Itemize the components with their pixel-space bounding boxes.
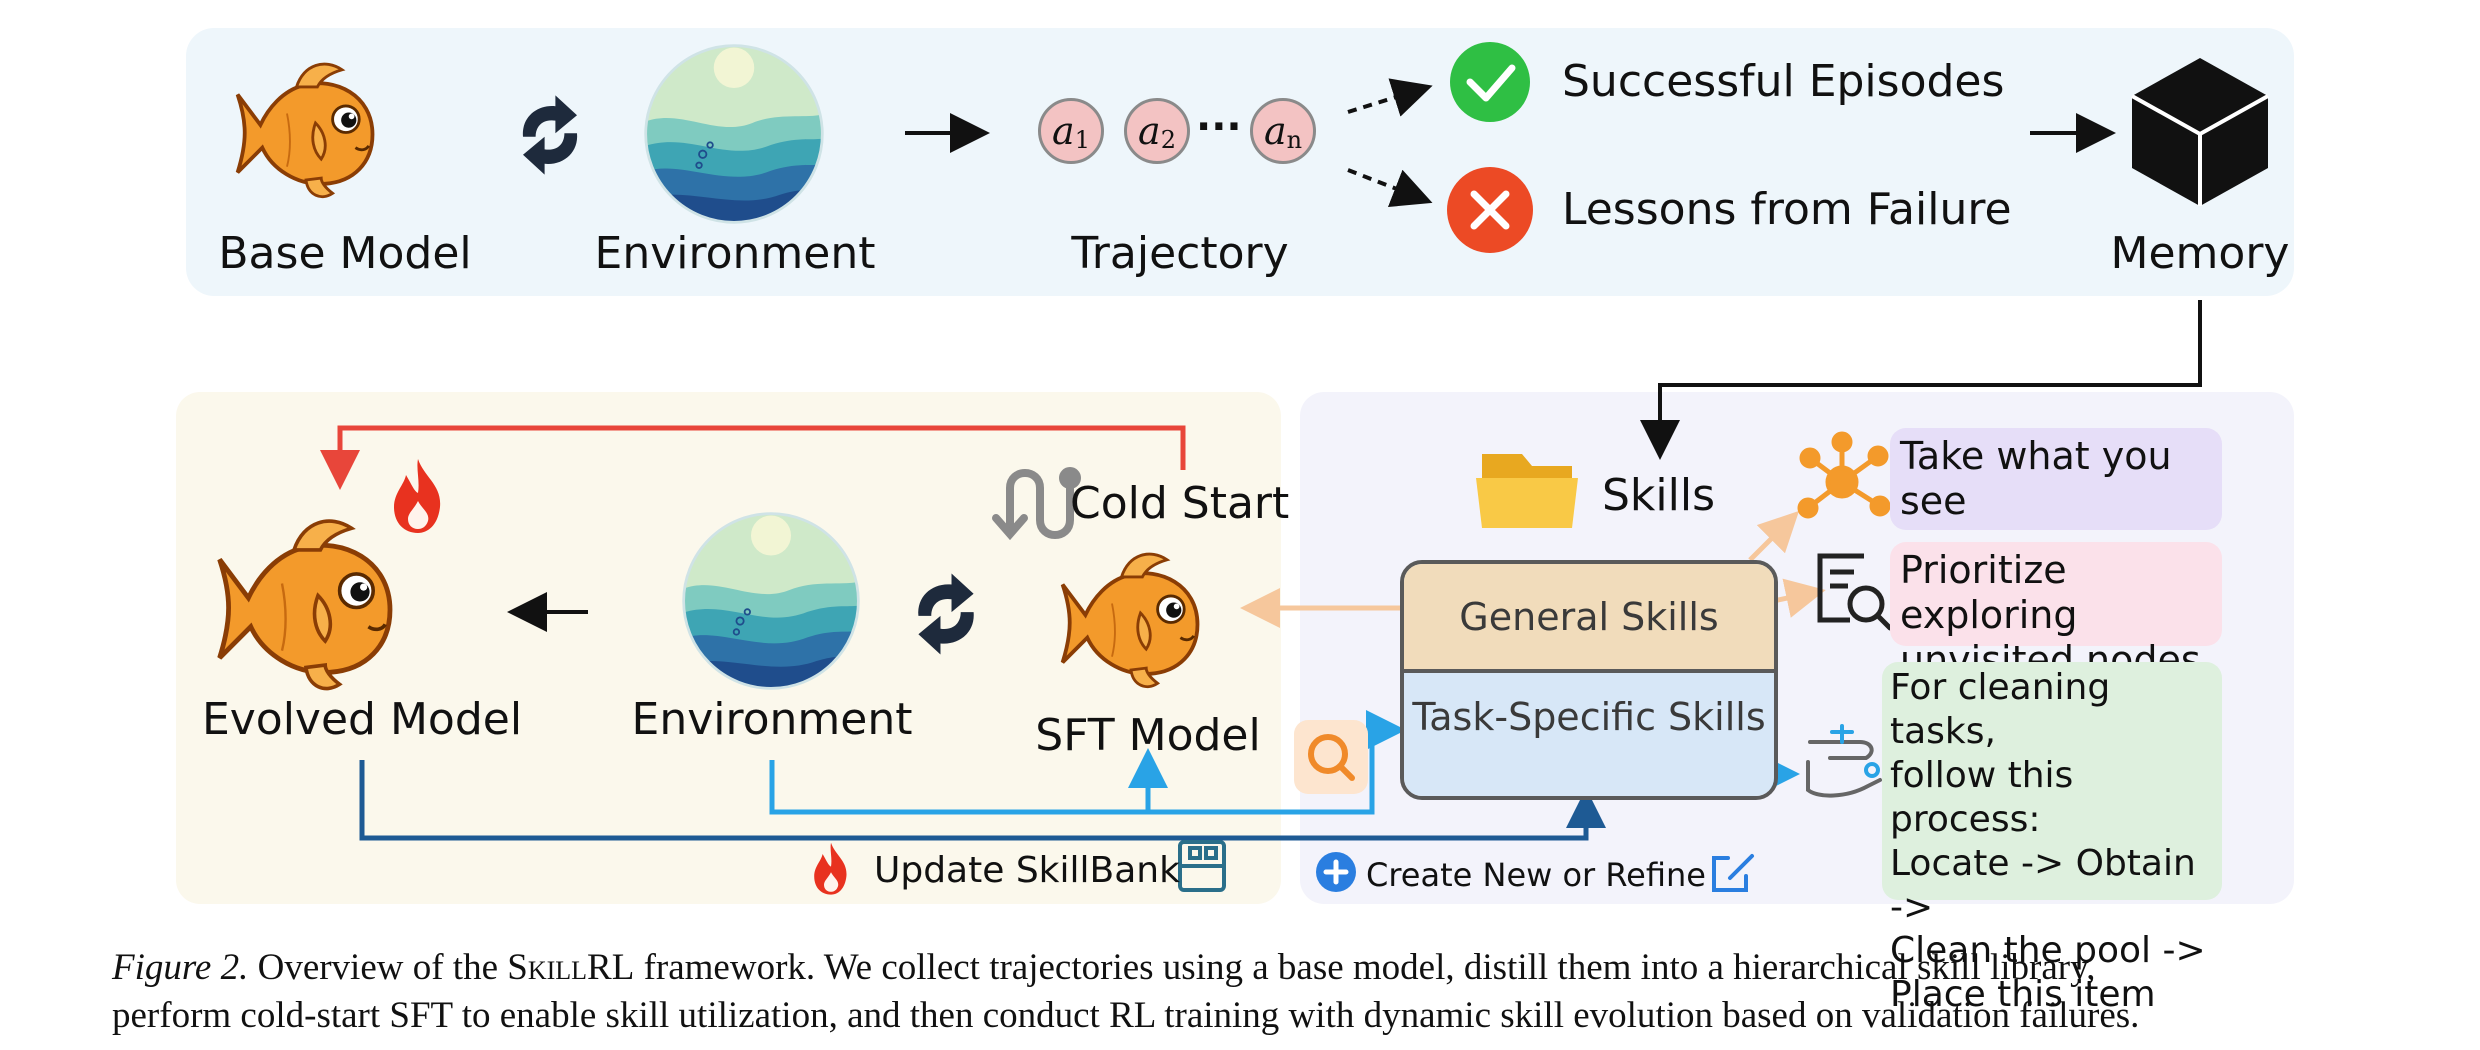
cleaning-line: For cleaning tasks, (1890, 667, 2111, 752)
network-icon (1797, 431, 1891, 519)
action-ellipsis: ··· (1196, 104, 1242, 150)
example-prioritize: Prioritize exploring unvisited nodes (1890, 542, 2222, 682)
example-take-what-you-see: Take what you see (1890, 428, 2222, 530)
successful-episodes-label: Successful Episodes (1562, 56, 2005, 107)
framework-name: SkillRL (507, 947, 635, 988)
caption-line-2: perform cold-start SFT to enable skill u… (112, 995, 2140, 1036)
general-skills: General Skills (1404, 564, 1774, 673)
document-search-icon (1817, 553, 1893, 631)
base-model-fish-icon (235, 62, 375, 199)
arrow-general-to-take (1748, 510, 1800, 562)
plus-circle-icon (1316, 852, 1356, 892)
arrow-to-failure (1347, 168, 1433, 208)
flame-icon-2 (814, 842, 847, 895)
example-cleaning-process: For cleaning tasks, follow this process:… (1882, 662, 2222, 1015)
cold-start-label: Cold Start (1070, 478, 1290, 529)
evolved-model-label: Evolved Model (201, 694, 523, 745)
wrench-icon (1806, 724, 1882, 798)
cleaning-line: follow this process: (1890, 754, 2074, 840)
red-feedback-arrow (320, 425, 1186, 490)
skills-label: Skills (1602, 470, 1716, 521)
search-icon (1294, 720, 1368, 794)
check-icon (1450, 42, 1530, 122)
cleaning-line: Place this item (1890, 974, 2156, 1016)
trajectory-label: Trajectory (1071, 228, 1289, 279)
environment-label-2: Environment (631, 694, 913, 745)
refresh-cycle-icon (522, 95, 578, 175)
cleaning-line: Locate -> Obtain -> (1890, 842, 2196, 928)
sft-model-fish-icon (1060, 552, 1200, 689)
lessons-from-failure-label: Lessons from Failure (1562, 184, 2012, 235)
blue-env-to-task-arrow (769, 710, 1406, 815)
memory-cube-icon (2131, 58, 2269, 206)
memory-label: Memory (2110, 228, 2290, 279)
base-model-label: Base Model (218, 228, 472, 279)
environment-globe-icon (642, 42, 826, 226)
create-refine-label: Create New or Refine (1366, 856, 1706, 894)
refresh-cycle-icon-2 (918, 573, 974, 655)
arrow-to-success (1347, 78, 1433, 117)
arrow-memory-to-skills (1640, 300, 2202, 460)
task-specific-skills: Task-Specific Skills (1404, 673, 1774, 796)
update-skillbank-label: Update SkillBank (874, 850, 1180, 891)
example-prioritize-line-1: Prioritize exploring (1900, 548, 2078, 637)
cold-start-icon (992, 467, 1081, 541)
figure-caption: Figure 2. Overview of the SkillRL framew… (112, 944, 2372, 1040)
folder-icon (1476, 454, 1578, 528)
environment-label: Environment (594, 228, 876, 279)
figure-number: Figure 2. (112, 947, 249, 988)
flame-icon (394, 459, 441, 533)
caption-rest: framework. We collect trajectories using… (643, 947, 2096, 988)
caption-pre: Overview of the (257, 947, 499, 988)
caption-line-1: Figure 2. Overview of the SkillRL framew… (112, 944, 2372, 992)
skillbank-icon (1178, 840, 1226, 892)
edit-icon (1712, 854, 1754, 892)
evolved-model-fish-icon (220, 521, 390, 688)
environment-globe-icon-2 (680, 510, 862, 692)
cross-icon (1447, 167, 1533, 253)
skill-stack: General Skills Task-Specific Skills (1400, 560, 1778, 800)
navy-update-arrow (359, 760, 1606, 841)
cleaning-line: Clean the pool -> (1890, 930, 2206, 972)
sft-model-label: SFT Model (1035, 710, 1261, 761)
